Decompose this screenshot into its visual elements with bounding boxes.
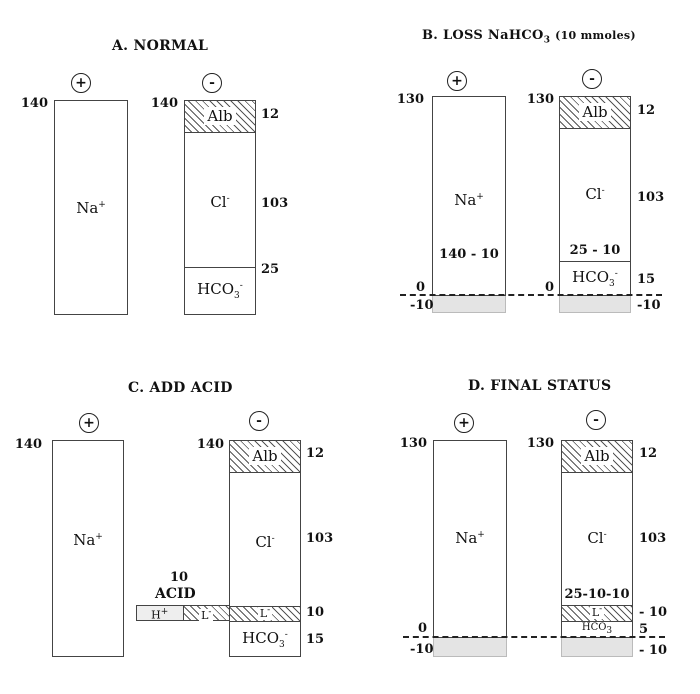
na-label: Na+ (76, 199, 106, 217)
panel-a-title: A. NORMAL (112, 38, 209, 54)
na-label: Na+ (455, 529, 485, 547)
chloride-segment: Cl- (230, 472, 300, 606)
minus-sign-icon: - (582, 69, 602, 89)
chloride-value: 103 (306, 531, 334, 546)
anion-total-label: 130 (526, 92, 554, 107)
chloride-segment: Cl- 25-10-10 (562, 472, 632, 605)
anion-total-label: 140 (150, 96, 178, 111)
negative-label: -10 (410, 298, 434, 313)
anion-column: Alb Cl- 25-10-10 L- HCO3 (561, 440, 633, 638)
acid-label: ACID (155, 586, 196, 602)
bicarbonate-segment: HCO3 (562, 621, 632, 637)
cation-total-label: 130 (396, 92, 424, 107)
anion-l-segment: L- (183, 606, 229, 622)
lactate-segment: L- (562, 604, 632, 621)
zero-label: 0 (418, 621, 428, 636)
lactate-value: - 10 (639, 605, 668, 620)
cation-total-label: 140 (14, 437, 42, 452)
zero-label-mid: 0 (545, 280, 555, 295)
albumin-value: 12 (639, 446, 658, 461)
albumin-segment: Alb (185, 101, 255, 132)
cation-column: Na+ (52, 440, 124, 657)
plus-sign-icon: + (454, 413, 474, 433)
plus-sign-icon: + (79, 413, 99, 433)
cation-deficit-area (432, 295, 506, 313)
bicarbonate-segment: HCO3- (185, 267, 255, 313)
albumin-value: 12 (306, 446, 325, 461)
na-calculation: 140 - 10 (439, 247, 499, 262)
chloride-value: 103 (637, 190, 665, 205)
albumin-segment: Alb (560, 97, 630, 128)
panel-b-title: B. LOSS NaHCO3 (10 mmoles) (422, 28, 636, 46)
na-label: Na+ (73, 531, 103, 549)
bicarbonate-value: 15 (637, 272, 656, 287)
bicarbonate-calculation: 25 - 10 (569, 243, 621, 258)
panel-c-title: C. ADD ACID (128, 380, 233, 396)
negative-value-right: - 10 (639, 643, 668, 658)
acid-amount: 10 (170, 570, 189, 585)
albumin-segment: Alb (562, 441, 632, 472)
zero-baseline (400, 294, 662, 296)
cation-column: Na+ (433, 440, 507, 638)
proton-segment: H+ (137, 606, 184, 622)
anion-deficit-area (561, 637, 633, 657)
chloride-segment: Cl- (185, 132, 255, 267)
lactate-segment: L- (230, 605, 300, 621)
negative-value-right: -10 (637, 298, 661, 313)
minus-sign-icon: - (586, 410, 606, 430)
bicarbonate-segment: HCO3- (230, 621, 300, 656)
minus-sign-icon: - (249, 411, 269, 431)
bicarbonate-segment: HCO3- (560, 261, 630, 295)
bicarbonate-value: 25 (261, 262, 280, 277)
albumin-segment: Alb (230, 441, 300, 472)
lactate-value: 10 (306, 605, 325, 620)
zero-label: 0 (416, 280, 426, 295)
chloride-value: 103 (261, 196, 289, 211)
bicarbonate-calculation: 25-10-10 (564, 587, 630, 602)
anion-column: Alb Cl- L- HCO3- (229, 440, 301, 657)
plus-sign-icon: + (447, 71, 467, 91)
cation-total-label: 140 (20, 96, 48, 111)
plus-sign-icon: + (71, 73, 91, 93)
anion-column: Alb Cl- HCO3- (184, 100, 256, 315)
anion-total-label: 140 (196, 437, 224, 452)
anion-total-label: 130 (526, 436, 554, 451)
anion-deficit-area (559, 295, 631, 313)
albumin-value: 12 (637, 103, 656, 118)
cation-column: Na+ 140 - 10 (432, 96, 506, 296)
cation-column: Na+ (54, 100, 128, 315)
chloride-segment: Cl- 25 - 10 (560, 128, 630, 261)
bicarbonate-value: 5 (639, 622, 649, 637)
minus-sign-icon: - (202, 73, 222, 93)
bicarbonate-value: 15 (306, 632, 325, 647)
panel-d-title: D. FINAL STATUS (468, 378, 612, 394)
acid-bar: H+ L- (136, 605, 230, 622)
albumin-value: 12 (261, 107, 280, 122)
cation-deficit-area (433, 637, 507, 657)
anion-column: Alb Cl- 25 - 10 HCO3- (559, 96, 631, 296)
na-label: Na+ (454, 191, 484, 209)
zero-baseline (403, 636, 665, 638)
cation-total-label: 130 (399, 436, 427, 451)
negative-label: -10 (410, 642, 434, 657)
chloride-value: 103 (639, 531, 667, 546)
